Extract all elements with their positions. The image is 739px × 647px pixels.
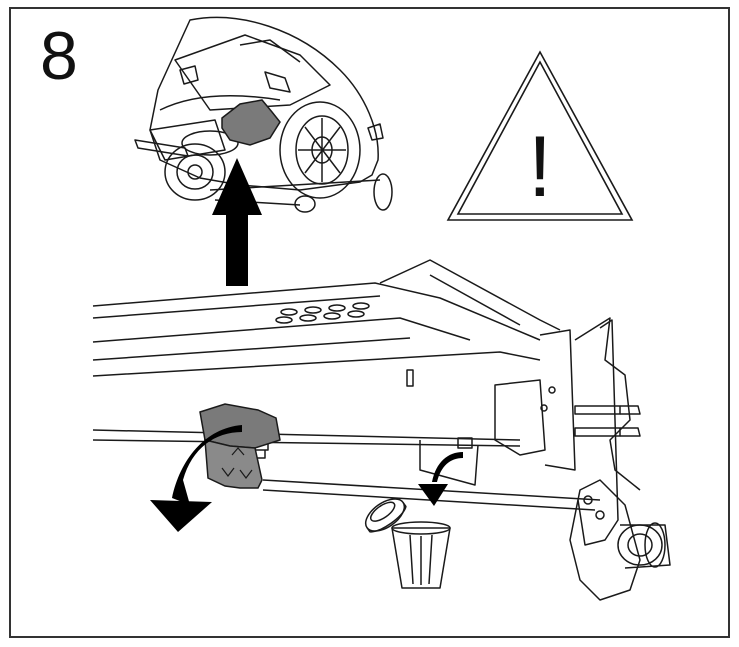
panel-border <box>9 7 730 638</box>
curved-arrow-to-trash-icon <box>418 452 463 506</box>
warning-exclamation: ! <box>528 119 552 215</box>
curved-arrow-down-left-icon <box>150 425 242 532</box>
underbody-closeup <box>92 259 671 601</box>
warning-triangle-icon: ! <box>446 50 634 221</box>
highlighted-part-on-car <box>221 99 281 146</box>
trash-bin-icon <box>364 498 451 589</box>
lifted-car-illustration <box>134 16 393 213</box>
up-arrow-icon <box>212 158 262 286</box>
step-number: 8 <box>40 18 78 94</box>
